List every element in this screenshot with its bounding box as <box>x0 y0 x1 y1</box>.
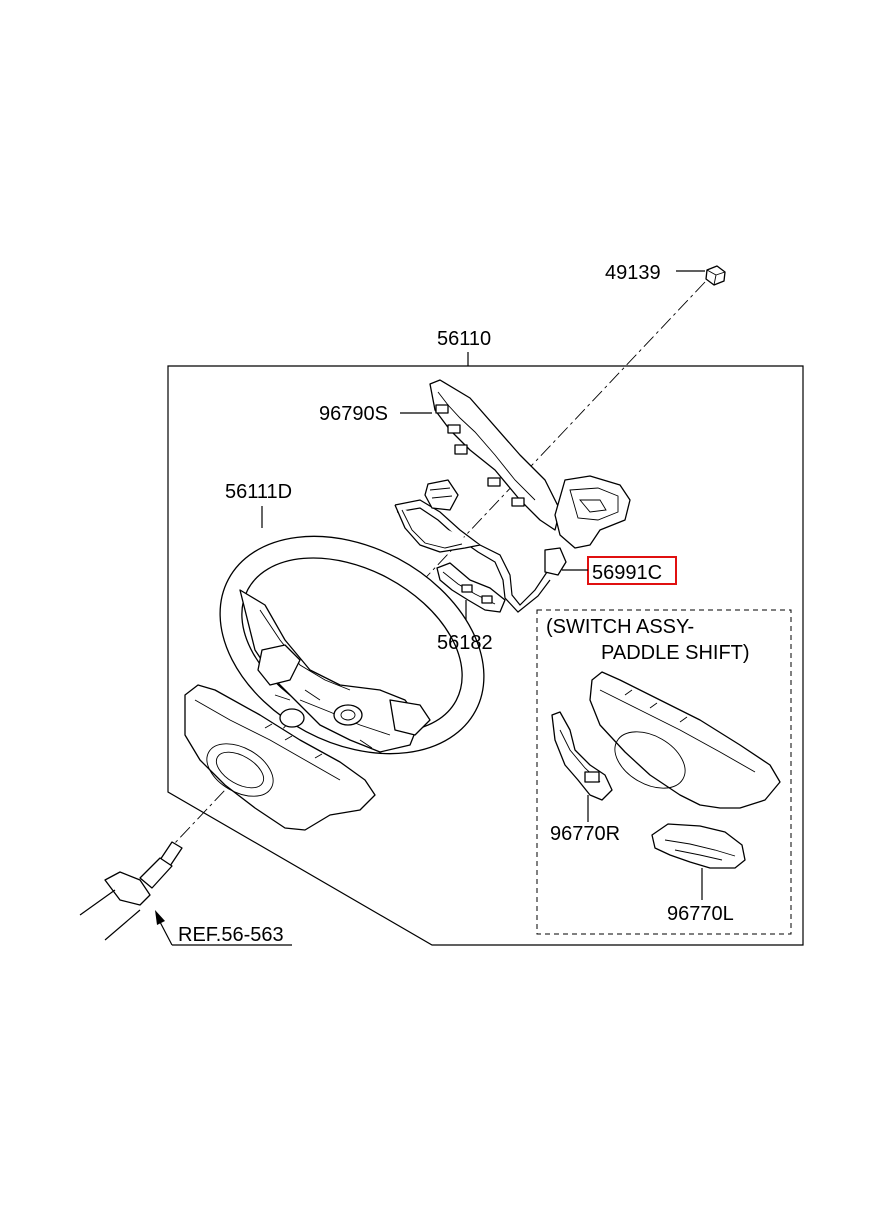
paddle-left-96770L[interactable] <box>651 823 746 869</box>
remote-switch-96790S[interactable] <box>429 379 631 549</box>
label-96790S: 96790S <box>319 403 388 425</box>
label-49139: 49139 <box>605 262 661 284</box>
cover-56182[interactable] <box>436 562 506 613</box>
steering-column <box>79 841 183 941</box>
paddle-shift-title-line2: PADDLE SHIFT) <box>601 642 750 664</box>
nut-49139[interactable] <box>705 265 726 286</box>
lower-cover[interactable] <box>184 684 376 831</box>
paddle-shift-box <box>536 609 792 935</box>
label-56182: 56182 <box>437 632 493 654</box>
paddle-shift-cover[interactable] <box>589 671 781 809</box>
label-56110: 56110 <box>437 328 491 350</box>
reference-arrow <box>159 921 173 946</box>
label-96770R: 96770R <box>550 823 620 845</box>
label-56111D: 56111D <box>225 481 292 503</box>
paddle-shift-title-line1: (SWITCH ASSY- <box>546 616 694 638</box>
label-56991C: 56991C <box>592 562 662 584</box>
label-96770L: 96770L <box>667 903 734 925</box>
reference-arrow-head <box>155 910 165 925</box>
steering-wheel-56111D[interactable] <box>182 493 521 798</box>
assembly-boundary <box>167 365 804 946</box>
wire-harness-56991C[interactable] <box>394 479 567 613</box>
paddle-right-96770R[interactable] <box>551 711 613 801</box>
reference-label: REF.56-563 <box>178 924 284 946</box>
